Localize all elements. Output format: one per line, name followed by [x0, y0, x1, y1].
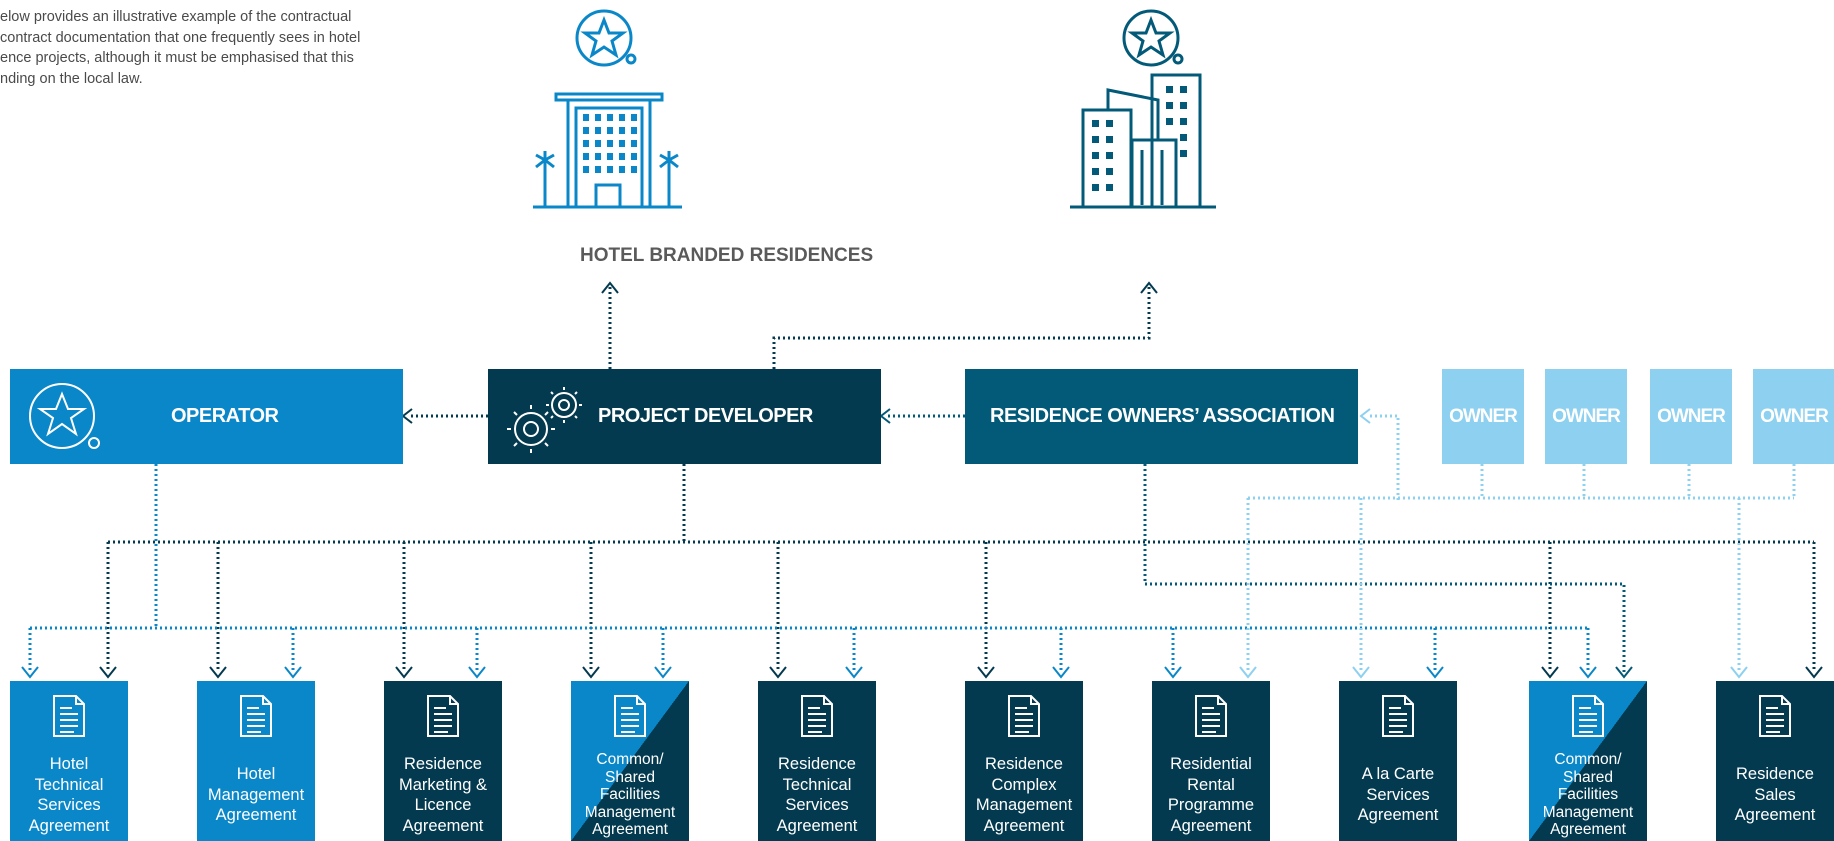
document-icon — [1572, 695, 1604, 737]
agreement-label: Hotel Technical Services Agreement — [28, 755, 110, 835]
agreement-hotel-management: Hotel Management Agreement — [197, 681, 315, 841]
agreement-label: Residence Marketing & Licence Agreement — [398, 755, 488, 835]
document-icon — [53, 695, 85, 737]
agreement-label: Common/ Shared Facilities Management Agr… — [1542, 751, 1634, 839]
agreement-a-la-carte-services: A la Carte Services Agreement — [1339, 681, 1457, 841]
agreement-common-shared-facilities-1: Common/ Shared Facilities Management Agr… — [571, 681, 689, 841]
document-icon — [240, 695, 272, 737]
document-icon — [1382, 695, 1414, 737]
owner-box: OWNER — [1753, 369, 1834, 464]
star-badge-icon — [29, 383, 100, 449]
project-developer-label: PROJECT DEVELOPER — [598, 405, 813, 427]
owner-box: OWNER — [1650, 369, 1732, 464]
document-icon — [614, 695, 646, 737]
agreement-residential-rental-programme: Residential Rental Programme Agreement — [1152, 681, 1270, 841]
intro-paragraph: elow provides an illustrative example of… — [0, 7, 380, 89]
intro-line: contract documentation that one frequent… — [0, 29, 361, 46]
agreement-label: A la Carte Services Agreement — [1357, 765, 1439, 825]
arrowhead-up — [1140, 281, 1158, 294]
intro-line: elow provides an illustrative example of… — [0, 9, 352, 25]
project-developer-box: PROJECT DEVELOPER — [488, 369, 881, 464]
document-icon — [1759, 695, 1791, 737]
arrowhead-left — [1359, 408, 1371, 424]
arrowhead-up — [601, 281, 619, 294]
intro-line: nding on the local law. — [0, 70, 143, 87]
document-icon — [427, 695, 459, 737]
operator-box: OPERATOR — [10, 369, 403, 464]
agreement-label: Residence Complex Management Agreement — [975, 755, 1073, 835]
agreement-label: Hotel Management Agreement — [207, 765, 305, 825]
document-icon — [1195, 695, 1227, 737]
association-connectors — [1143, 464, 1626, 672]
agreement-common-shared-facilities-2: Common/ Shared Facilities Management Agr… — [1529, 681, 1647, 841]
arrowheads-down-teal — [1615, 666, 1633, 679]
arrowhead-left — [401, 408, 413, 424]
hotel-window-grid — [583, 114, 637, 173]
arrowheads-down-blue — [21, 666, 1597, 679]
agreement-label: Residential Rental Programme Agreement — [1167, 755, 1255, 835]
agreement-residence-sales: Residence Sales Agreement — [1716, 681, 1834, 841]
agreement-label: Common/ Shared Facilities Management Agr… — [584, 751, 676, 839]
owner-box: OWNER — [1442, 369, 1524, 464]
hotel-building-icon — [533, 9, 682, 209]
owner-connectors — [1246, 464, 1796, 672]
arrowhead-left — [879, 408, 891, 424]
agreement-label: Residence Technical Services Agreement — [776, 755, 858, 835]
agreement-label: Residence Sales Agreement — [1734, 765, 1816, 825]
document-icon — [801, 695, 833, 737]
agreement-residence-marketing-licence: Residence Marketing & Licence Agreement — [384, 681, 502, 841]
association-label: RESIDENCE OWNERS’ ASSOCIATION — [990, 405, 1335, 427]
residence-building-icon — [1070, 9, 1216, 209]
gears-icon — [507, 387, 582, 453]
agreement-hotel-technical-services: Hotel Technical Services Agreement — [10, 681, 128, 841]
arrowheads-down-light — [1239, 666, 1748, 679]
owner-box: OWNER — [1545, 369, 1627, 464]
intro-line: ence projects, although it must be empha… — [0, 50, 354, 66]
arrow-developer-to-residence — [772, 286, 1151, 369]
arrow-owners-to-association — [1368, 414, 1400, 500]
document-icon — [1008, 695, 1040, 737]
residence-owners-association-box: RESIDENCE OWNERS’ ASSOCIATION — [965, 369, 1358, 464]
diagram-headline: HOTEL BRANDED RESIDENCES — [580, 245, 874, 266]
agreement-residence-complex-management: Residence Complex Management Agreement — [965, 681, 1083, 841]
operator-label: OPERATOR — [171, 405, 279, 427]
residence-window-grid — [1092, 86, 1187, 191]
arrowheads-down-dark — [99, 666, 1823, 679]
developer-connectors — [106, 464, 1816, 672]
agreement-residence-technical-services: Residence Technical Services Agreement — [758, 681, 876, 841]
operator-connectors — [28, 464, 1590, 672]
